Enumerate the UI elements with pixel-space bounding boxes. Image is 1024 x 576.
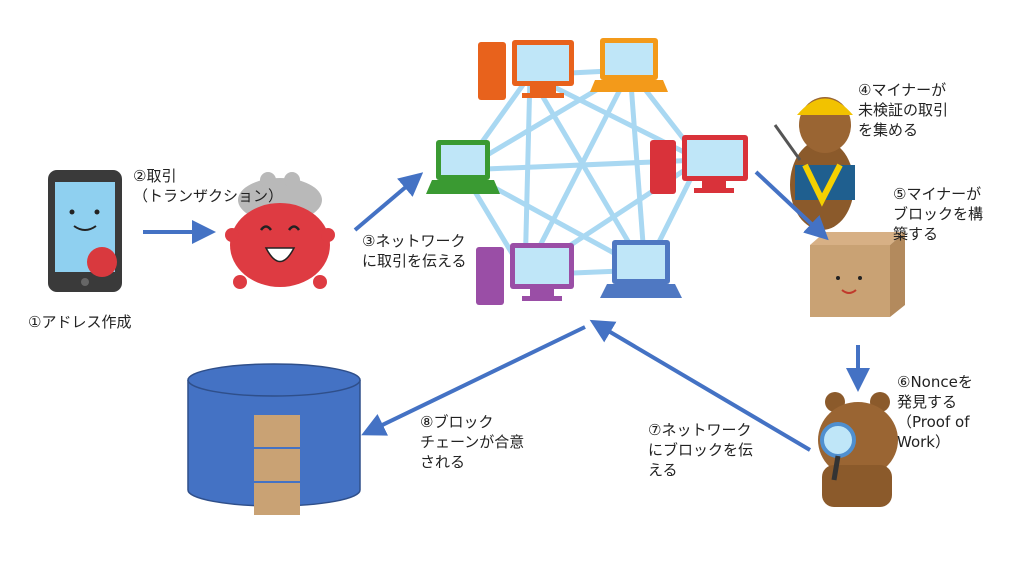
step4-label: ④マイナーが未検証の取引を集める [858, 81, 949, 139]
desktop-computer-purple-icon [476, 243, 574, 305]
arrow-network-to-blockchain [361, 325, 586, 436]
step7-label: ⑦ネットワークにブロックを伝える [648, 421, 754, 479]
step3-label: ③ネットワークに取引を伝える [362, 232, 467, 270]
blockchain-database-icon [187, 363, 361, 515]
arrow-network-to-miner [754, 170, 829, 241]
bear-with-magnifier-icon [818, 392, 898, 507]
miner-mole-icon [773, 97, 855, 230]
step2-label: ②取引（トランザクション） [133, 167, 284, 205]
smartphone-character-icon [48, 170, 122, 292]
desktop-computer-red-icon [650, 135, 748, 194]
wallet-character-icon [225, 172, 335, 289]
step5-label: ⑤マイナーがブロックを構築する [893, 185, 984, 243]
block-box-character-icon [810, 232, 905, 317]
laptop-green-icon [426, 140, 500, 194]
arrow-transaction-to-network [353, 172, 424, 232]
step8-label: ⑧ブロックチェーンが合意される [420, 413, 525, 471]
laptop-blue-icon [600, 240, 682, 298]
laptop-orange-icon [590, 38, 668, 92]
arrow-nonce-to-network [589, 319, 812, 452]
desktop-computer-orange-icon [478, 40, 574, 100]
step1-label: ①アドレス作成 [28, 313, 132, 331]
